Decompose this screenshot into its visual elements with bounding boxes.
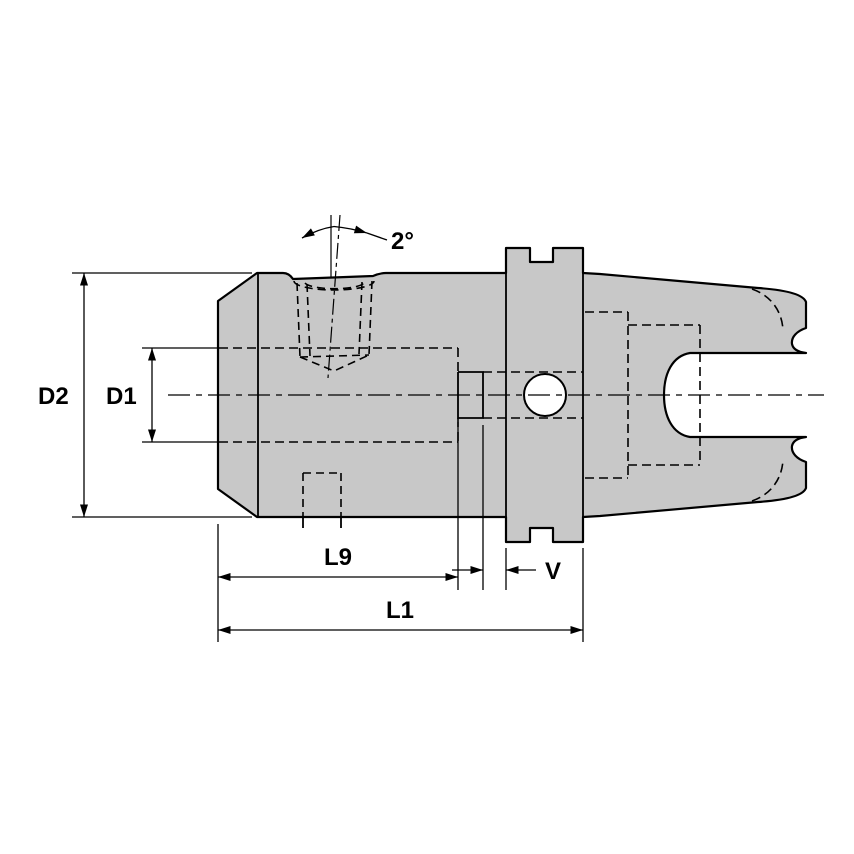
dimension-angle	[301, 225, 388, 241]
label-d2: D2	[38, 383, 69, 410]
label-d1: D1	[106, 383, 137, 410]
dimension-d1	[142, 347, 219, 443]
hidden-set-screw-hole	[293, 280, 375, 372]
label-angle: 2°	[391, 228, 414, 255]
label-v: V	[545, 558, 561, 585]
toolholder-body	[216, 246, 808, 544]
drive-slot-ticks	[302, 517, 342, 528]
dimension-v	[452, 425, 536, 590]
hidden-drive-slot	[302, 472, 342, 516]
dimension-l1	[218, 548, 584, 642]
label-l9: L9	[324, 544, 352, 571]
label-l1: L1	[386, 597, 414, 624]
pilot-bore	[457, 371, 484, 419]
hidden-shank-bore	[585, 288, 784, 502]
dimension-d2	[72, 272, 252, 518]
dimension-l9	[217, 422, 459, 642]
